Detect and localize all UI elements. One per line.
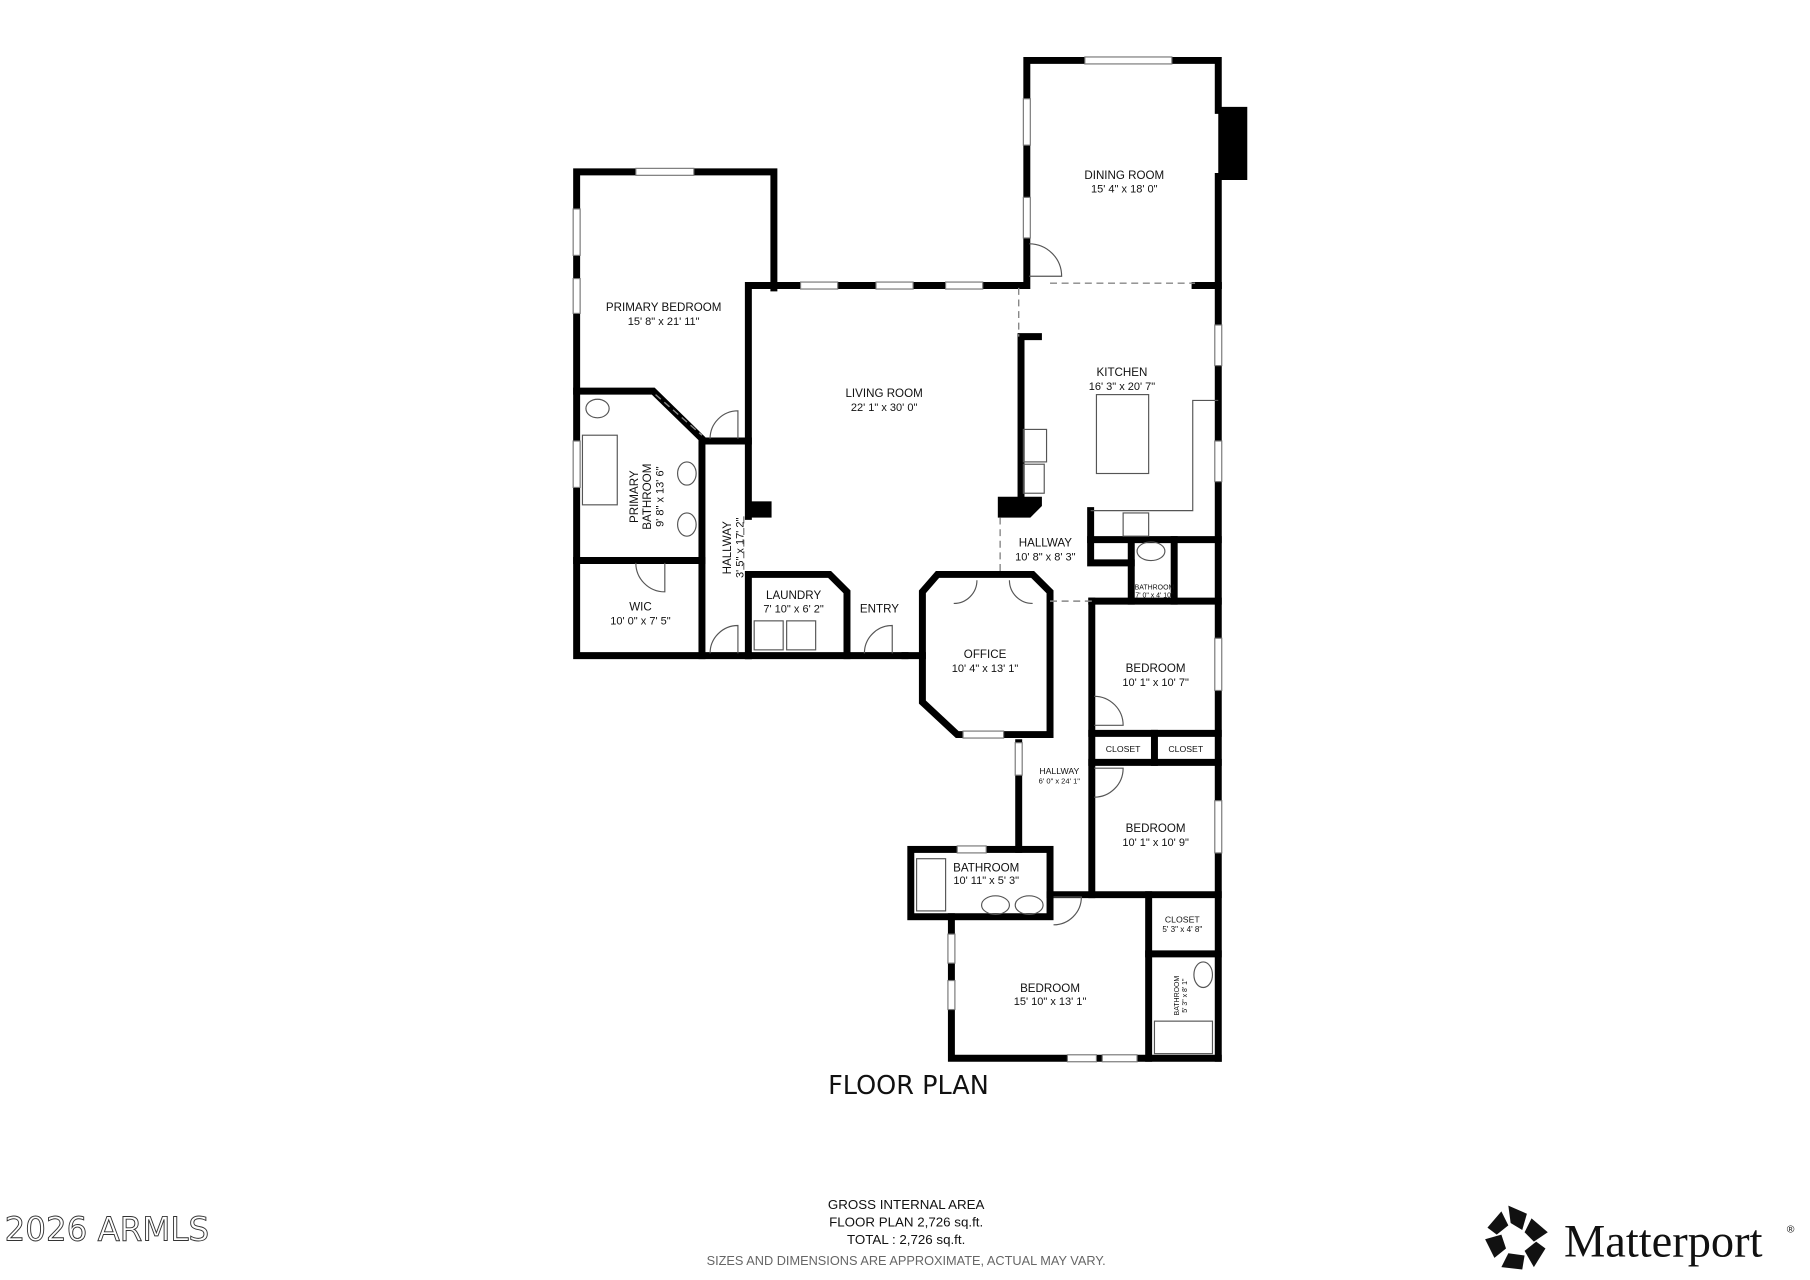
matterport-mark-icon [1485,1205,1548,1270]
room-name-laundry: LAUNDRY [766,589,821,602]
room-name-bathroom-ensuite: BATHROOM [1174,976,1181,1016]
plan-title: FLOOR PLAN [828,1071,989,1101]
room-dims-bathroom-hall: 10' 11" x 5' 3" [953,875,1019,887]
room-name-living-room: LIVING ROOM [845,387,922,400]
room-dims-bedroom-3: 10' 1" x 10' 9" [1122,837,1189,849]
room-dims-closet-c: 5' 3" x 4' 8" [1162,925,1202,934]
room-name-bedroom-2: BEDROOM [1126,662,1186,675]
room-name-closet-a: CLOSET [1106,744,1141,754]
room-dims-primary-bedroom: 15' 8" x 21' 11" [628,316,700,328]
room-name-entry: ENTRY [860,603,899,616]
room-name-closet-c: CLOSET [1165,915,1200,925]
room-name-primary-bathroom-2: BATHROOM [641,464,654,530]
room-labels: PRIMARY BEDROOM 15' 8" x 21' 11" PRIMARY… [606,169,1204,1016]
room-name-primary-bathroom-1: PRIMARY [628,470,641,523]
room-dims-dining-room: 15' 4" x 18' 0" [1091,184,1158,196]
room-name-wic: WIC [629,600,652,613]
windows [572,56,1223,1063]
area-heading: GROSS INTERNAL AREA [828,1197,985,1212]
room-dims-hallway-west: 3' 5" x 17' 2" [735,517,747,577]
area-floor-plan: FLOOR PLAN 2,726 sq.ft. [829,1215,983,1230]
room-name-hallway-bedrooms: HALLWAY [1039,766,1079,776]
room-dims-office: 10' 4" x 13' 1" [952,663,1019,675]
registered-mark: ® [1787,1224,1795,1235]
column [997,496,1042,518]
room-dims-laundry: 7' 10" x 6' 2" [763,604,823,616]
room-name-bedroom-4: BEDROOM [1020,982,1080,995]
area-total: TOTAL : 2,726 sq.ft. [847,1232,965,1247]
room-dims-kitchen: 16' 3" x 20' 7" [1089,381,1156,393]
fireplace [1218,110,1244,175]
room-name-hallway-west: HALLWAY [721,521,734,575]
room-name-bedroom-3: BEDROOM [1126,822,1186,835]
column [748,501,772,518]
room-name-bathroom-hall: BATHROOM [953,861,1019,874]
room-name-hallway-kitchen: HALLWAY [1019,537,1073,550]
room-dims-hallway-bedrooms: 6' 0" x 24' 1" [1039,776,1081,785]
watermark: 2026 ARMLS [5,1210,209,1248]
area-summary: GROSS INTERNAL AREA FLOOR PLAN 2,726 sq.… [707,1197,1106,1268]
room-dims-bedroom-2: 10' 1" x 10' 7" [1122,677,1189,689]
brand-name: Matterport [1564,1217,1763,1268]
room-name-kitchen: KITCHEN [1097,366,1148,379]
disclaimer: SIZES AND DIMENSIONS ARE APPROXIMATE, AC… [707,1253,1106,1268]
room-dims-half-bath: 7' 0" x 4' 10" [1135,593,1174,600]
matterport-logo: Matterport ® [1485,1205,1795,1270]
room-dims-wic: 10' 0" x 7' 5" [610,615,670,627]
room-name-office: OFFICE [964,648,1007,661]
room-dims-primary-bathroom: 9' 8" x 13' 6" [655,466,667,526]
room-dims-bathroom-ensuite: 5' 3" x 8' 1" [1182,978,1189,1013]
room-dims-hallway-kitchen: 10' 8" x 8' 3" [1015,552,1075,564]
room-dims-bedroom-4: 15' 10" x 13' 1" [1014,996,1087,1008]
openings-and-fixtures [581,243,1219,1055]
room-name-primary-bedroom: PRIMARY BEDROOM [606,301,722,314]
room-name-dining-room: DINING ROOM [1084,169,1164,182]
room-name-half-bath: BATHROOM [1135,585,1175,592]
room-name-closet-b: CLOSET [1168,744,1203,754]
room-dims-living-room: 22' 1" x 30' 0" [851,402,918,414]
